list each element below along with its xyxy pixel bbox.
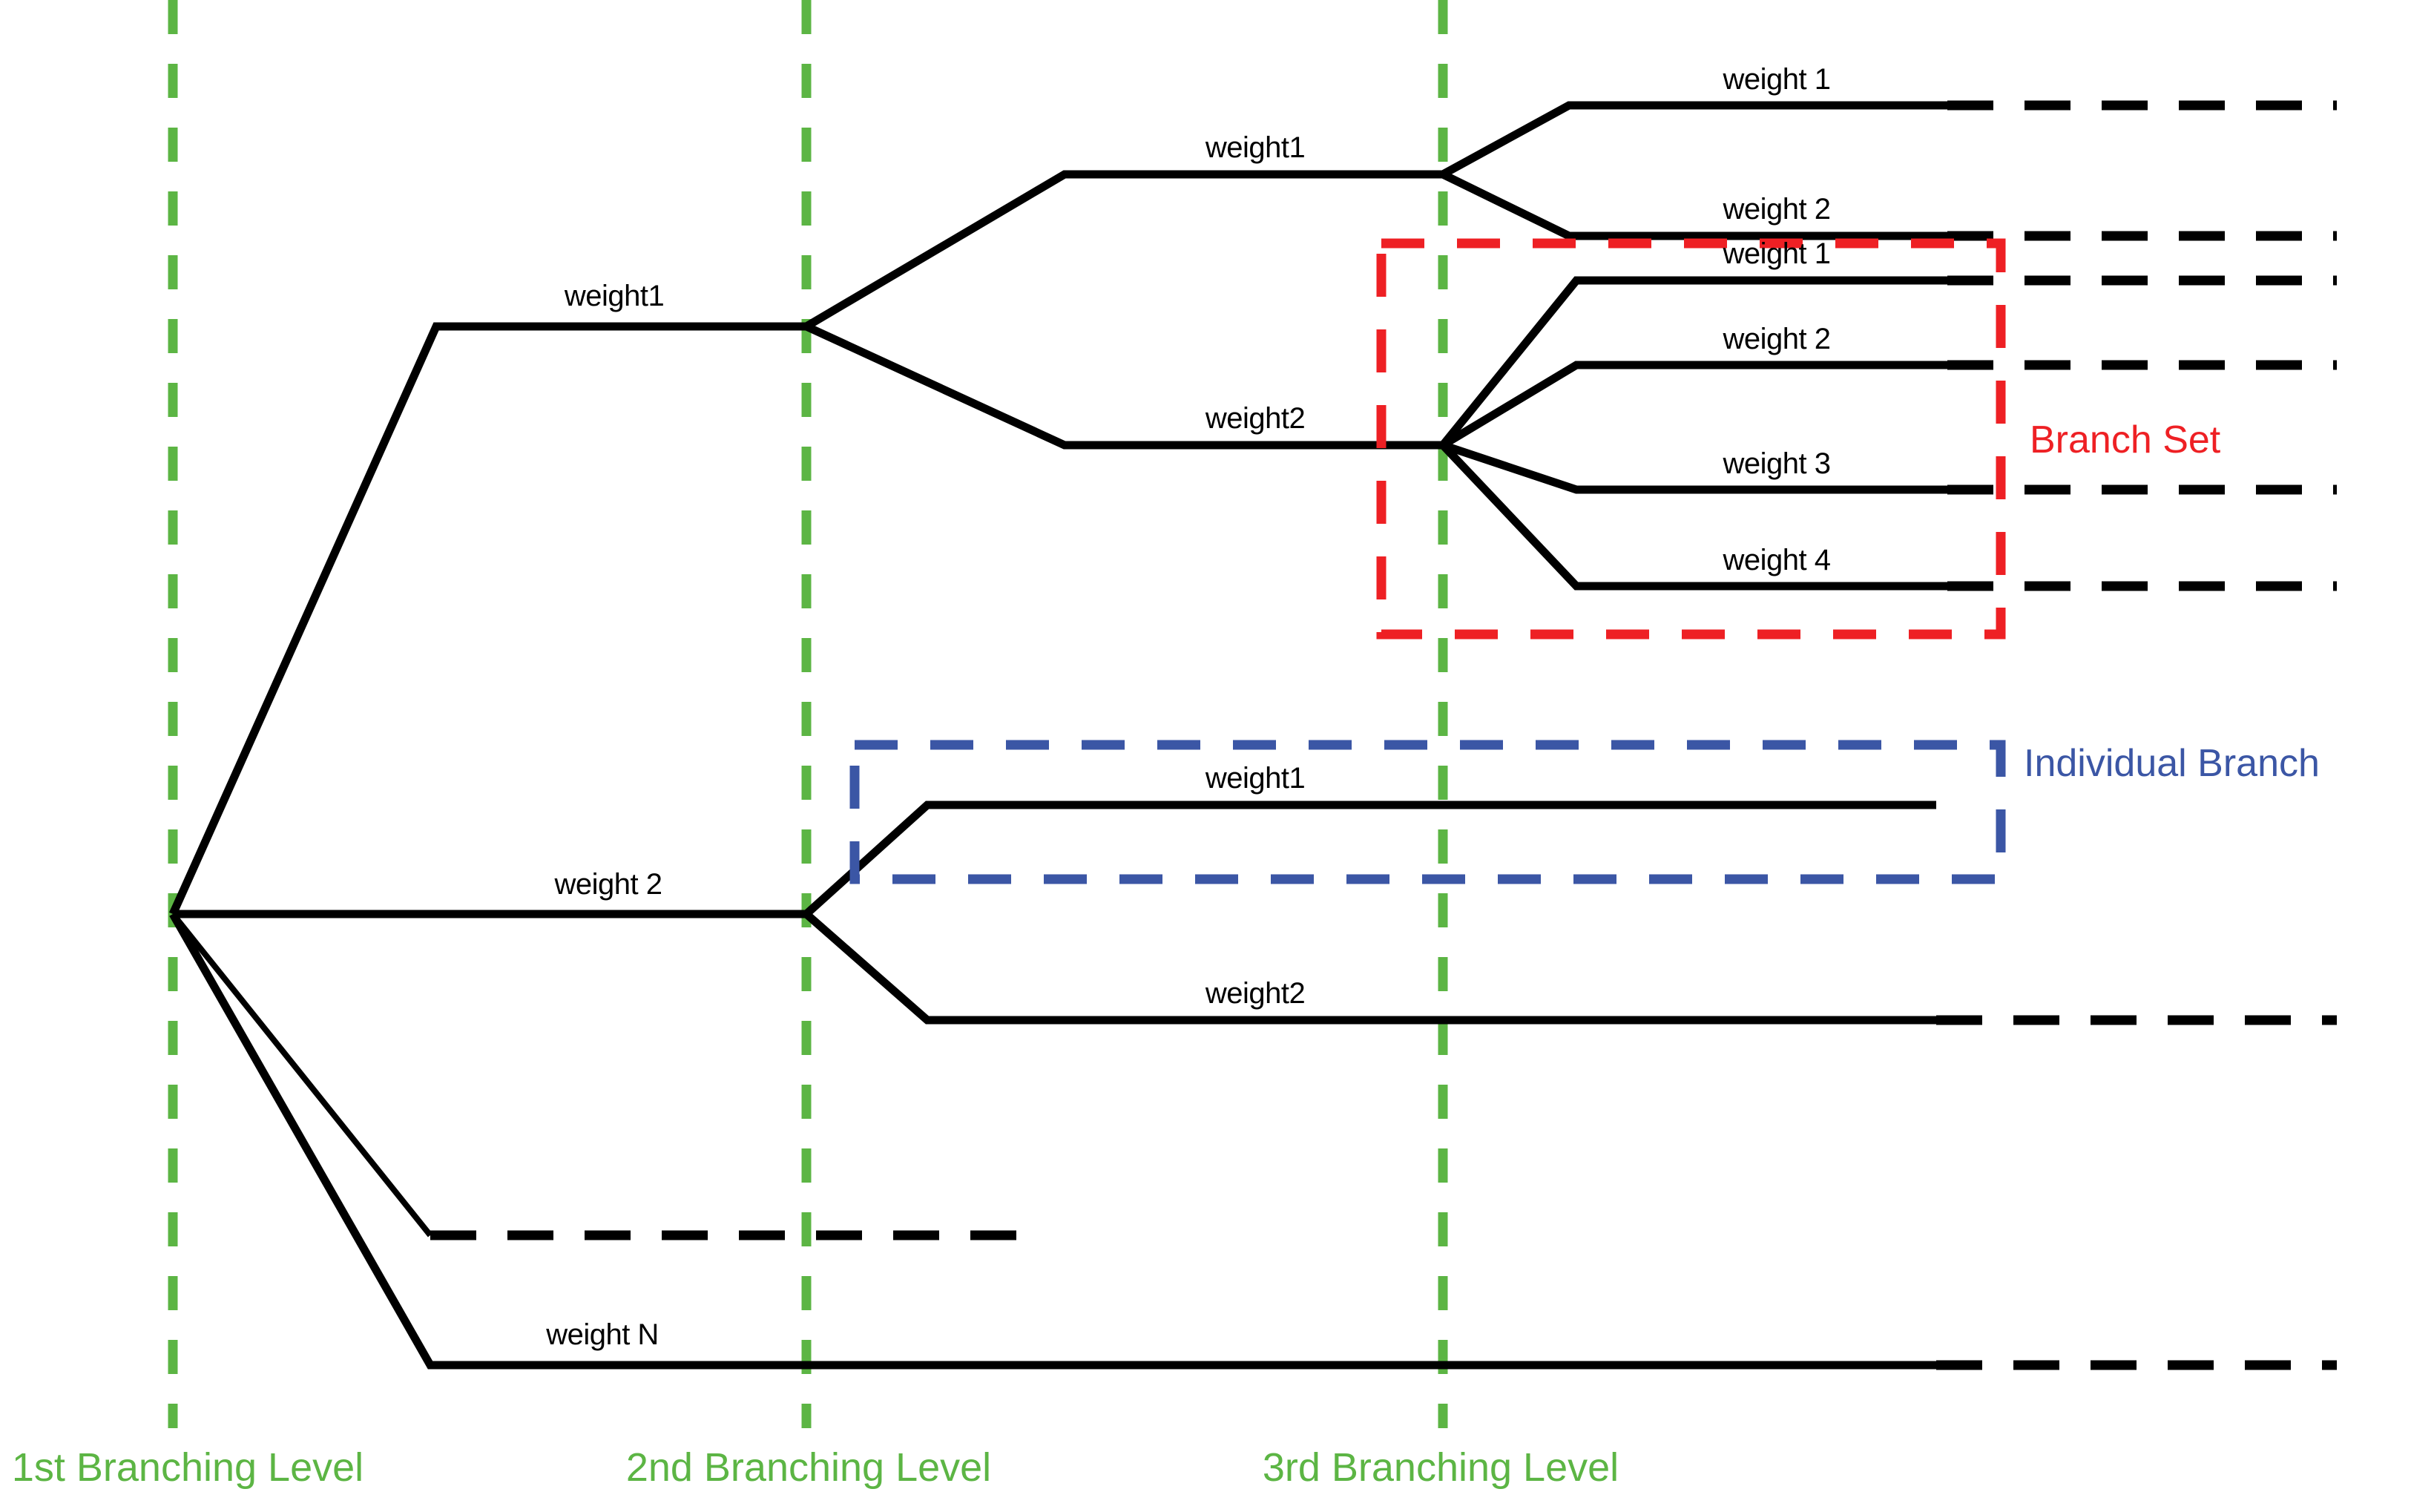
individual-branch-box	[849, 740, 2006, 884]
edge-a-leaf-1	[1441, 101, 1947, 178]
weight-label-l3-a1: weight 1	[1723, 63, 1831, 96]
edge-root-to-ellipsis	[170, 912, 433, 1237]
edge-b-leaf-4	[1440, 442, 1947, 591]
level-caption-3: 3rd Branching Level	[1263, 1445, 1619, 1490]
individual-branch-label: Individual Branch	[2024, 742, 2320, 785]
edge-top-to-a	[804, 170, 1443, 330]
level-1-edges	[168, 322, 1936, 1370]
weight-label-l2-top-b: weight2	[1205, 402, 1305, 435]
edge-a-leaf-2	[1441, 171, 1947, 240]
callout-labels: Branch Set Individual Branch	[2024, 418, 2320, 785]
weight-label-l2-mid-a: weight1	[1205, 762, 1305, 795]
level-3-node-a-edges	[1441, 101, 1947, 240]
level-2-mid-edges	[803, 801, 1936, 1025]
weight-label-l1-bottom: weight N	[545, 1318, 659, 1351]
weight-labels: weight1 weight 2 weight N weight1 weight…	[545, 63, 1831, 1351]
level-caption-1: 1st Branching Level	[12, 1445, 364, 1490]
edge-b-leaf-3	[1441, 441, 1947, 494]
weight-label-l3-b2: weight 2	[1723, 323, 1831, 355]
branch-set-box	[1376, 238, 2006, 640]
edge-b-leaf-2	[1441, 361, 1947, 449]
level-3-node-b-edges	[1439, 276, 1947, 591]
weight-label-l3-a2: weight 2	[1723, 193, 1831, 226]
weight-label-l3-b4: weight 4	[1723, 544, 1831, 576]
branch-set-rect	[1376, 238, 2006, 640]
branch-set-label: Branch Set	[2030, 418, 2221, 461]
weight-label-l1-mid: weight 2	[554, 868, 662, 901]
branching-level-captions: 1st Branching Level 2nd Branching Level …	[12, 1445, 1619, 1490]
edge-top-to-b	[804, 323, 1443, 450]
weight-label-l3-b3: weight 3	[1723, 447, 1831, 480]
individual-branch-rect	[849, 740, 2006, 884]
weight-label-l3-b1: weight 1	[1723, 237, 1831, 270]
dashed-continuations	[430, 100, 2337, 1370]
weight-label-l2-mid-b: weight2	[1205, 977, 1305, 1010]
edge-mid-to-a	[803, 801, 1936, 918]
level-caption-2: 2nd Branching Level	[626, 1445, 991, 1490]
branching-level-markers	[168, 0, 1448, 1428]
edge-b-leaf-1	[1439, 276, 1947, 448]
edge-root-to-top	[168, 322, 806, 916]
weight-label-l1-top: weight1	[564, 280, 664, 312]
weight-label-l2-top-a: weight1	[1205, 131, 1305, 164]
edge-mid-to-b	[803, 910, 1936, 1025]
edge-root-to-bottom	[169, 912, 1936, 1370]
level-2-top-edges	[804, 170, 1443, 450]
